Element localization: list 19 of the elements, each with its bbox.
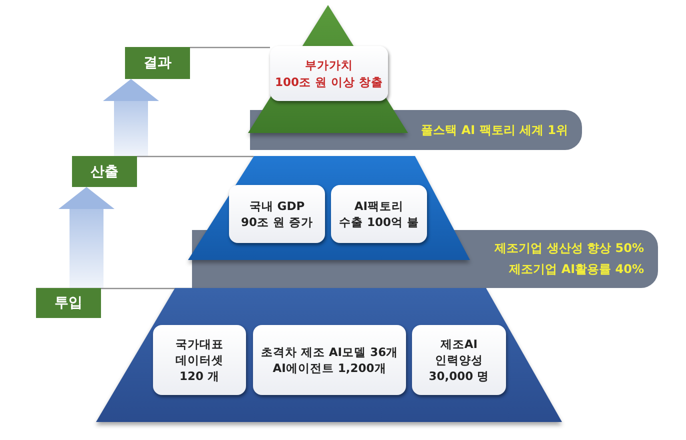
metric-card: 초격차 제조 AI모델 36개 AI에이전트 1,200개 xyxy=(253,325,406,395)
arrow xyxy=(58,187,114,288)
pyramid-apex xyxy=(248,5,408,133)
banner-text: 풀스택 AI 팩토리 세계 1위 xyxy=(421,122,568,138)
stage-label: 결과 xyxy=(125,47,190,79)
stage-label: 투입 xyxy=(36,288,101,318)
leader-line xyxy=(190,46,270,48)
metric-card: AI팩토리 수출 100억 불 xyxy=(331,185,427,243)
arrow xyxy=(103,79,159,156)
banner-text: 제조기업 생산성 향상 50% xyxy=(494,240,644,257)
stage-label: 산출 xyxy=(72,156,137,187)
pyramid-tier xyxy=(188,156,470,260)
metric-card: 국내 GDP 90조 원 증가 xyxy=(229,185,325,243)
leader-line xyxy=(137,156,254,158)
metric-card: 국가대표 데이터셋 120 개 xyxy=(153,325,246,395)
metric-card: 부가가치 100조 원 이상 창출 xyxy=(270,46,388,101)
metric-card: 제조AI 인력양성 30,000 명 xyxy=(412,325,506,395)
pyramid-tier xyxy=(96,288,562,422)
banner-text: 제조기업 AI활용률 40% xyxy=(509,261,644,278)
